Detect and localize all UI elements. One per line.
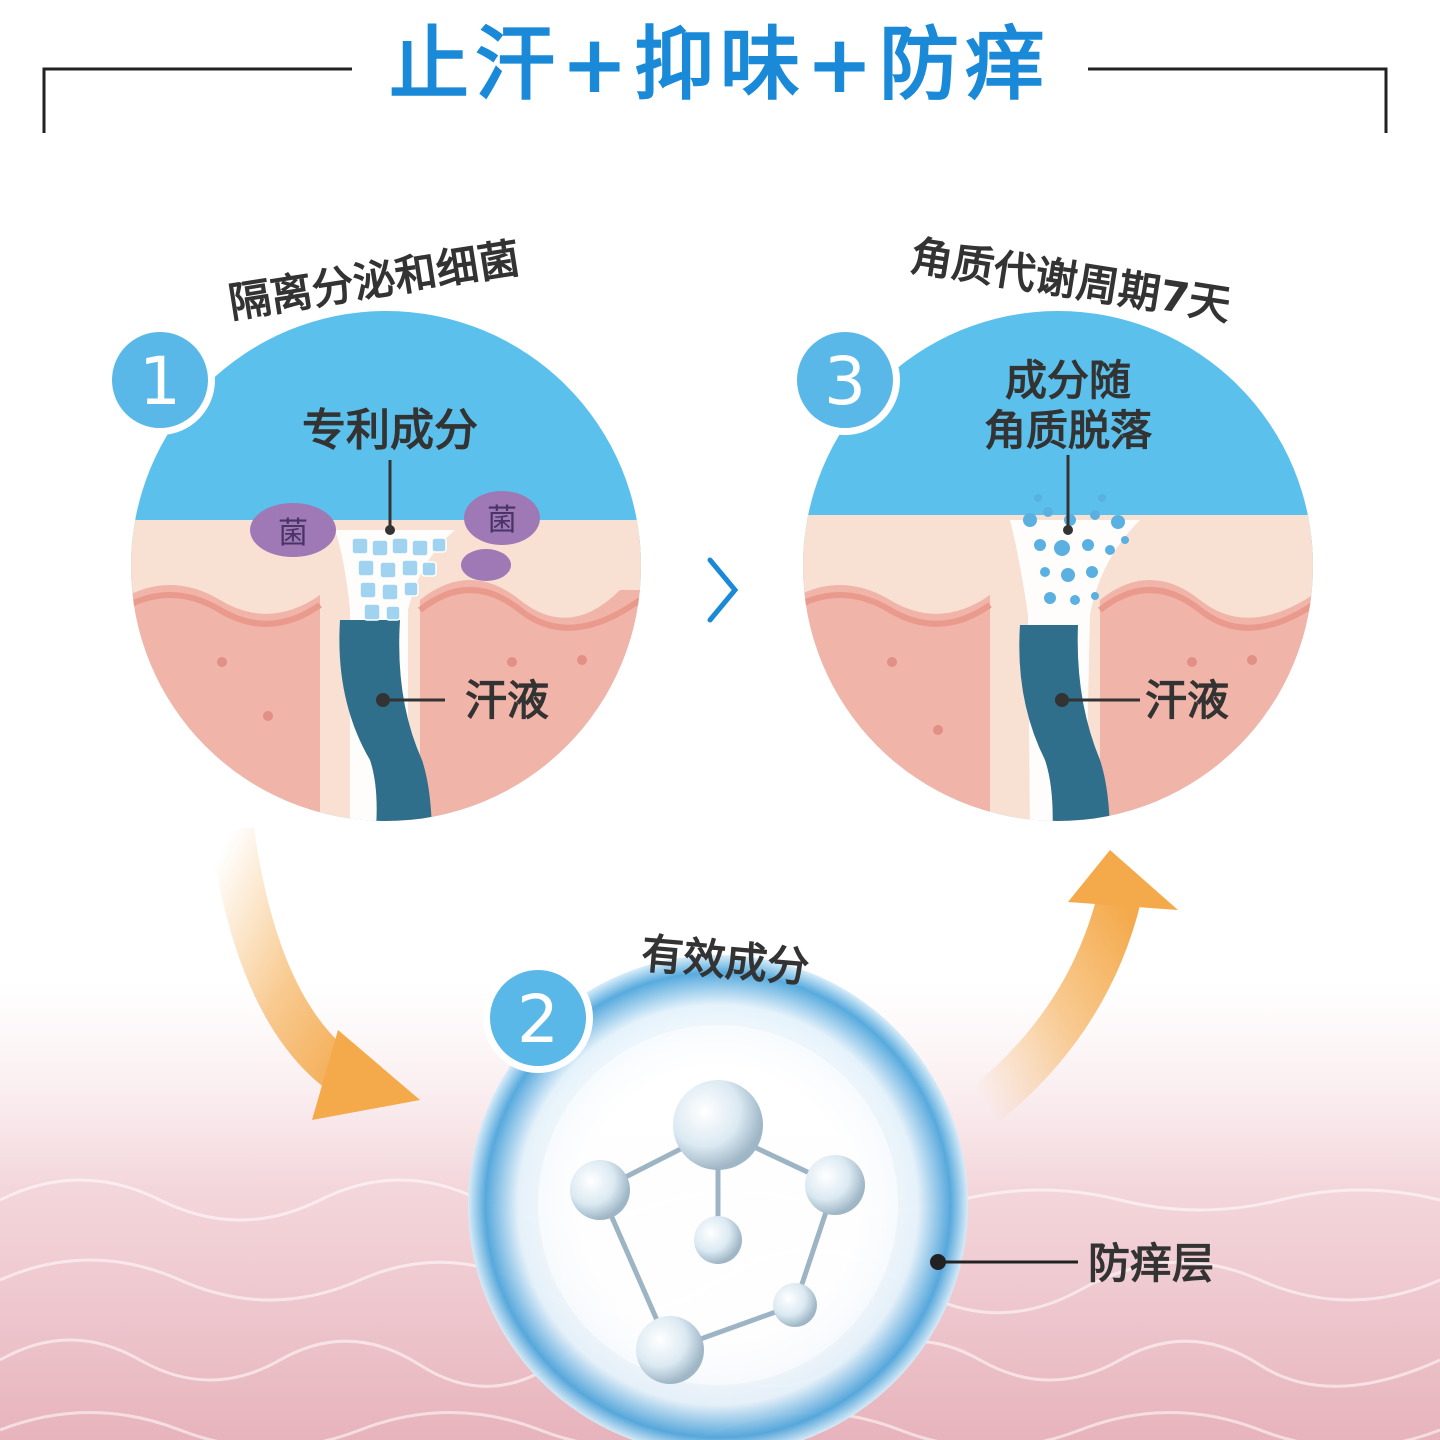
curved-arrow-up-right-icon <box>971 850 1178 1123</box>
shedding-label-line1: 成分随 <box>1005 356 1131 405</box>
step3-badge: 3 <box>790 325 900 435</box>
chevron-right-icon <box>707 557 739 623</box>
step1-badge: 1 <box>105 325 215 435</box>
layer-label: 防痒层 <box>1088 1239 1214 1288</box>
sweat-label-3: 汗液 <box>1145 676 1229 725</box>
page-title: 止汗+抑味+防痒 <box>388 18 1052 111</box>
curved-arrow-down-right-icon <box>210 826 420 1120</box>
bacteria-icon <box>461 549 511 581</box>
bacteria-label-right: 菌 <box>487 503 517 538</box>
step2-badge: 2 <box>483 963 593 1073</box>
svg-text:2: 2 <box>517 981 559 1058</box>
title-bracket <box>42 67 1388 133</box>
svg-text:3: 3 <box>824 343 866 420</box>
bacteria-label-left: 菌 <box>278 516 308 551</box>
step2-bubble <box>468 955 1078 1440</box>
ingredient-particles <box>351 537 447 621</box>
shedding-label-line2: 角质脱落 <box>984 406 1153 455</box>
shedding-particles <box>1023 494 1129 605</box>
bacteria-icon <box>250 503 336 557</box>
bacteria-icon <box>464 491 540 545</box>
ingredient-label: 专利成分 <box>302 405 478 456</box>
svg-text:1: 1 <box>139 343 181 420</box>
sweat-label-1: 汗液 <box>465 676 549 725</box>
